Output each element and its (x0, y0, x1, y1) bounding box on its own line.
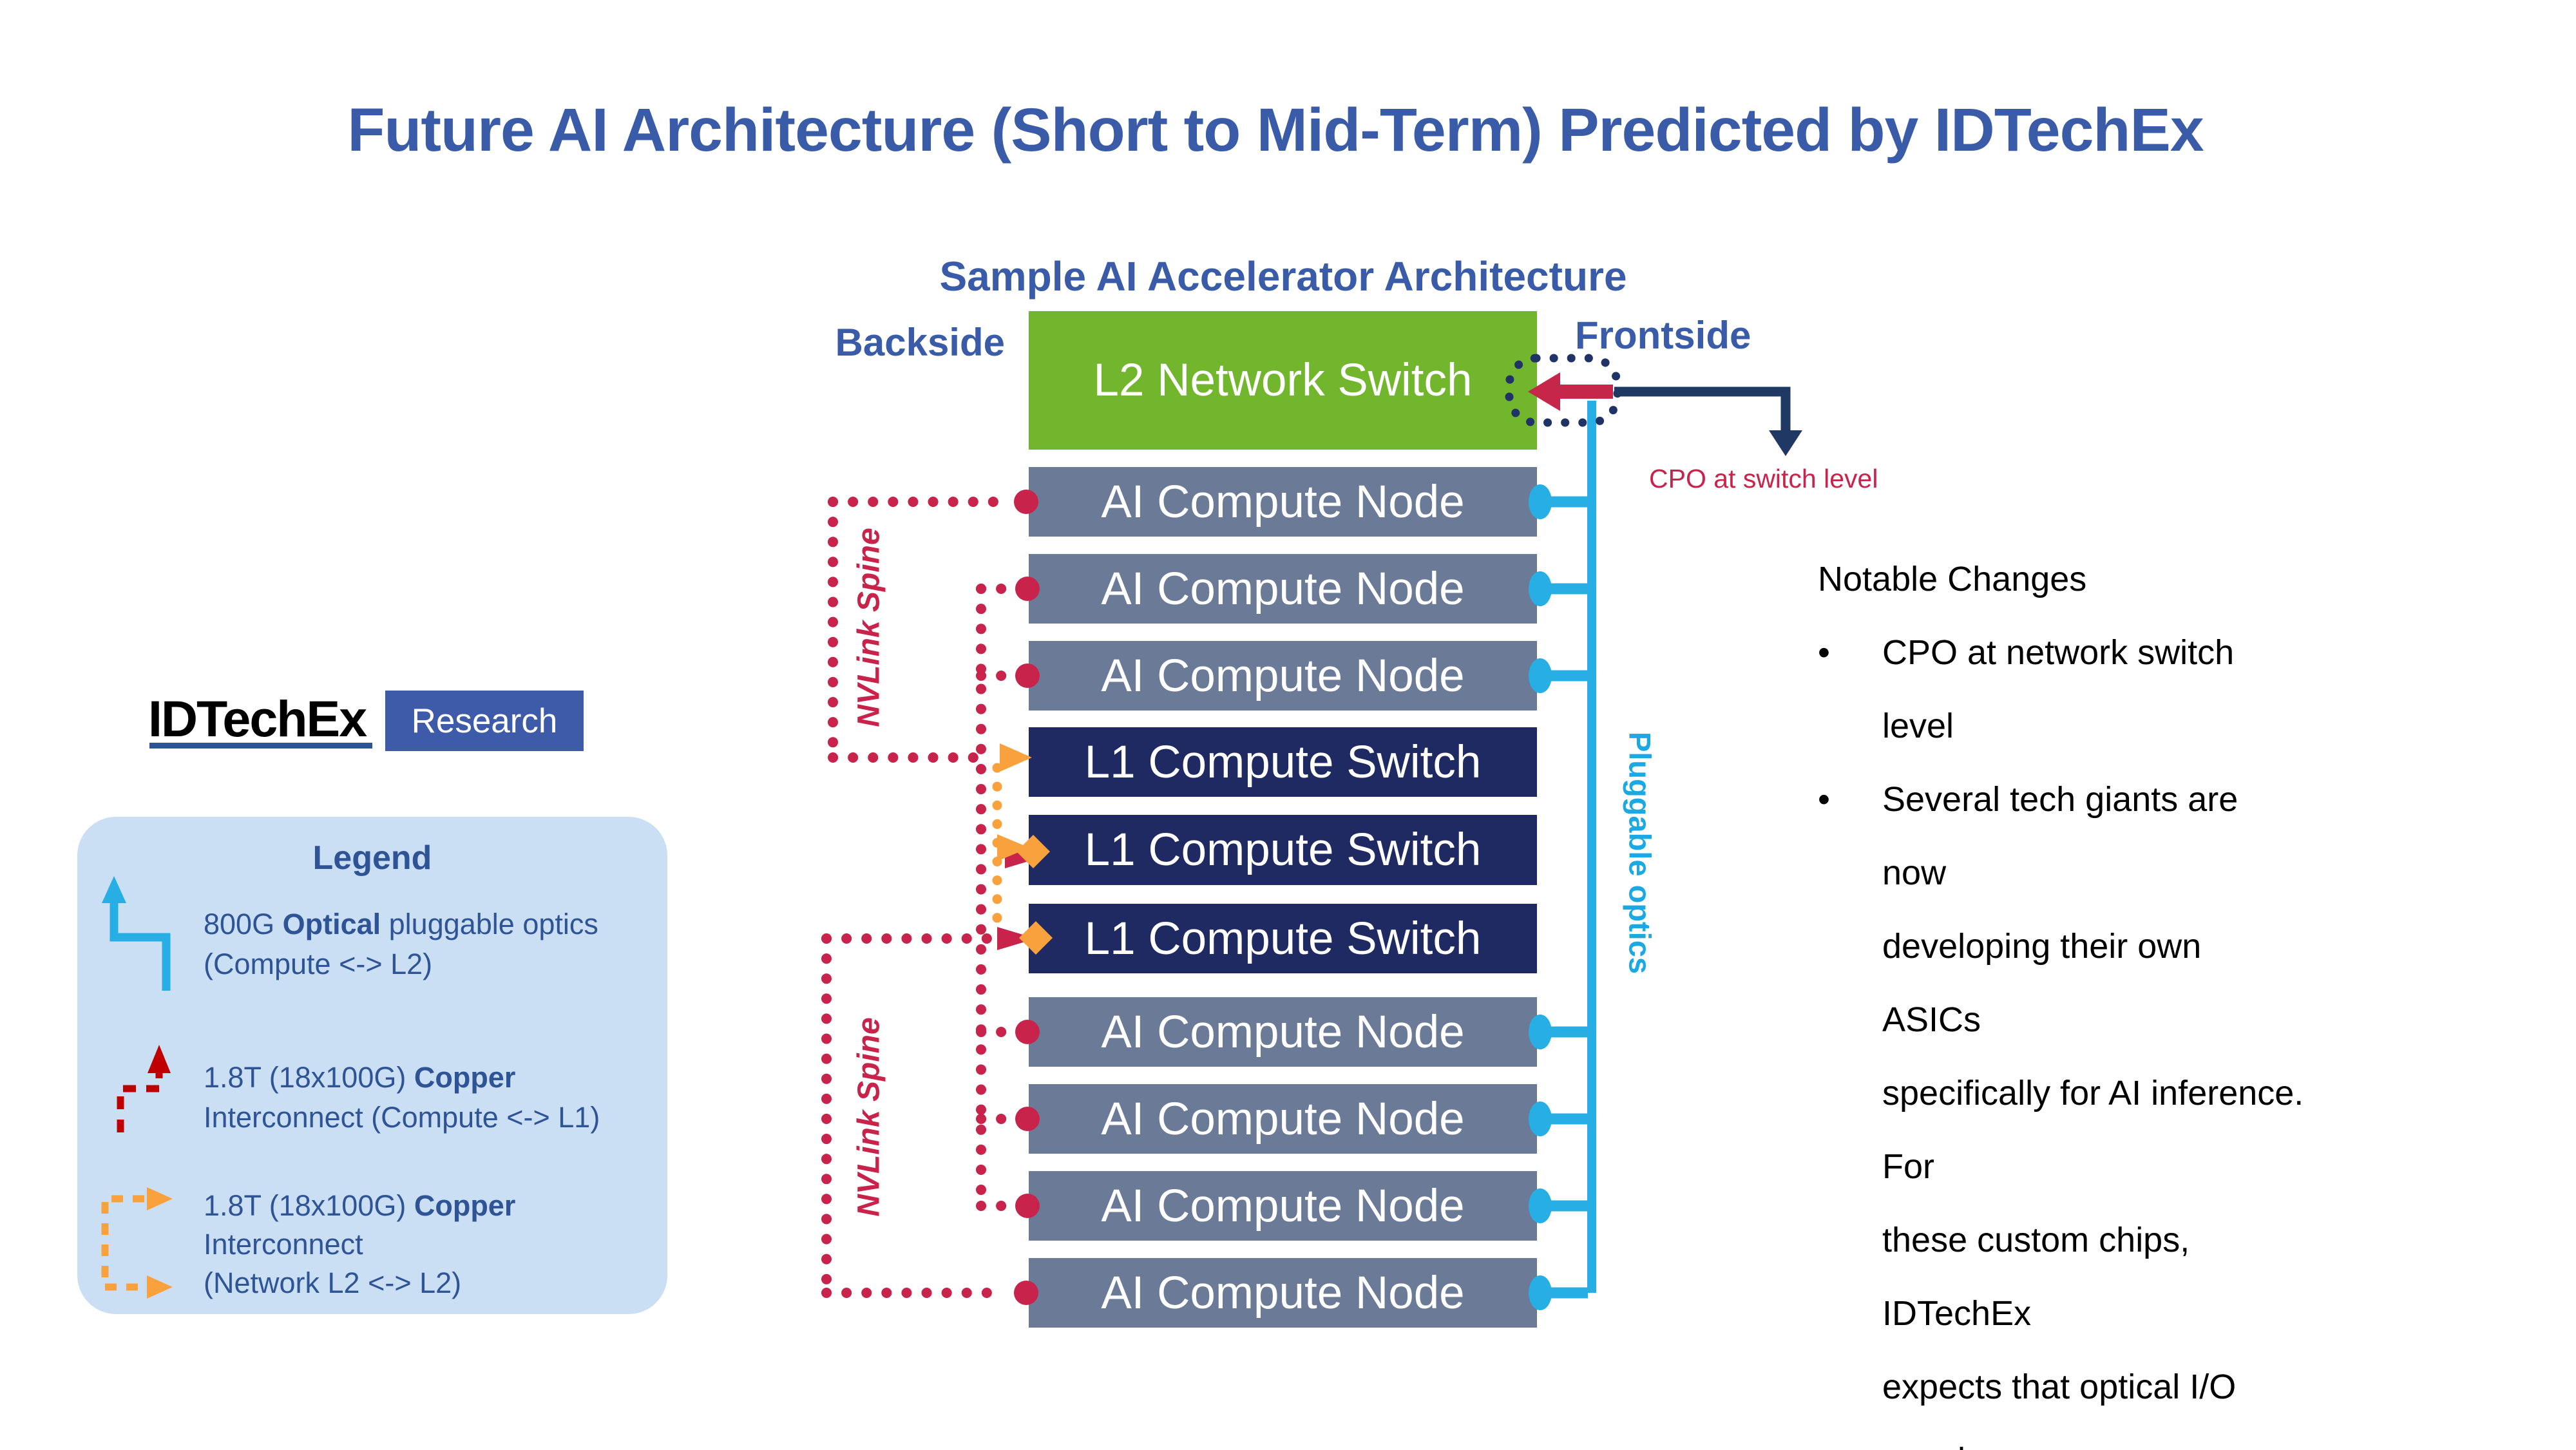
box-ai-compute-node-7: AI Compute Node (1029, 1258, 1537, 1328)
nvlink-node-dots (1014, 490, 1040, 1305)
legend-item-optical-line-1: 800G Optical pluggable optics (204, 908, 598, 940)
diagram-subtitle: Sample AI Accelerator Architecture (939, 253, 1627, 300)
legend-item-optical-line-2: (Compute <-> L2) (204, 948, 433, 980)
box-ai-compute-node-3: AI Compute Node (1029, 641, 1537, 711)
notable-changes-heading: Notable Changes (1818, 560, 2087, 598)
notable-bullet-1: • CPO at network switch level (1818, 616, 2307, 763)
legend-item-copper-l2-line-1: 1.8T (18x100G) Copper (204, 1189, 516, 1222)
nvlink-dotted-lines (821, 497, 1013, 1298)
notable-bullet-2-line-3: specifically for AI inference. For (1882, 1074, 2304, 1186)
legend-item-copper-l2-line-3: (Network L2 <-> L2) (204, 1266, 462, 1299)
legend-dark-red-dashed-up-arrow-icon (117, 1045, 171, 1132)
legend-item-copper-l1-line-2: Interconnect (Compute <-> L1) (204, 1101, 600, 1134)
box-l1-compute-switch-3: L1 Compute Switch (1029, 904, 1537, 973)
idtechex-logo: IDTechEx (148, 690, 367, 747)
notable-bullet-2-line-1: Several tech giants are now (1882, 780, 2238, 892)
legend-item-copper-l2-line-2: Interconnect (204, 1228, 363, 1261)
legend-item-optical: 800G Optical pluggable optics (Compute <… (204, 904, 598, 984)
cpo-pointer-line (1614, 386, 1791, 433)
bullet-icon: • (1818, 780, 1830, 819)
legend-cyan-elbow-up-arrow-icon (102, 876, 171, 991)
orange-diamond-s2-icon (1016, 835, 1050, 868)
pluggable-optics-port-dots (1529, 484, 1552, 1310)
bullet-icon: • (1818, 633, 1830, 672)
pluggable-optics-label: Pluggable optics (1623, 731, 1657, 975)
legend-item-copper-l1: 1.8T (18x100G) Copper Interconnect (Comp… (204, 1058, 600, 1138)
page-title: Future AI Architecture (Short to Mid-Ter… (347, 96, 2204, 164)
orange-arrow-s1-icon (1000, 743, 1032, 772)
nvlink-spine-bottom-label: NVLink Spine (852, 1017, 886, 1217)
notable-changes-block: Notable Changes • CPO at network switch … (1818, 542, 2307, 1450)
legend-item-copper-l1-line-1: 1.8T (18x100G) Copper (204, 1061, 516, 1094)
notable-bullet-2: • Several tech giants are now (1818, 763, 2307, 910)
idtechex-research-badge: Research (385, 691, 584, 751)
legend-panel (77, 817, 667, 1314)
notable-bullet-1-text: CPO at network switch level (1882, 633, 2235, 745)
cpo-crimson-arrow-icon (1528, 372, 1613, 411)
box-l1-compute-switch-1: L1 Compute Switch (1029, 727, 1537, 797)
box-l1-compute-switch-2: L1 Compute Switch (1029, 815, 1537, 885)
frontside-label: Frontside (1575, 314, 1751, 357)
nvlink-spine-top-label: NVLink Spine (852, 528, 886, 727)
box-ai-compute-node-6: AI Compute Node (1029, 1171, 1537, 1241)
legend-orange-dashed-double-right-arrow-icon (101, 1187, 173, 1299)
orange-diamond-s3-icon (1019, 921, 1053, 955)
notable-bullet-2-line-5: expects that optical I/O may be (1882, 1368, 2237, 1450)
box-ai-compute-node-5: AI Compute Node (1029, 1084, 1537, 1154)
box-l2-network-switch: L2 Network Switch (1029, 311, 1537, 450)
notable-bullet-2-line-2: developing their own ASICs (1882, 927, 2202, 1039)
crimson-arrow-s3-icon (997, 927, 1036, 950)
cpo-at-switch-level-label: CPO at switch level (1649, 464, 1878, 493)
cpo-pointer-arrowhead-icon (1769, 430, 1802, 456)
legend-title: Legend (312, 839, 432, 877)
legend-item-copper-l2: 1.8T (18x100G) Copper Interconnect (Netw… (204, 1187, 515, 1302)
pluggable-optics-lines (1537, 401, 1596, 1299)
box-ai-compute-node-4: AI Compute Node (1029, 997, 1537, 1067)
box-ai-compute-node-1: AI Compute Node (1029, 467, 1537, 537)
idtechex-logo-underline (149, 743, 372, 749)
box-ai-compute-node-2: AI Compute Node (1029, 554, 1537, 624)
notable-bullet-2-line-4: these custom chips, IDTechEx (1882, 1221, 2190, 1333)
orange-arrow-s2-icon (997, 834, 1029, 861)
backside-label: Backside (835, 321, 1006, 364)
